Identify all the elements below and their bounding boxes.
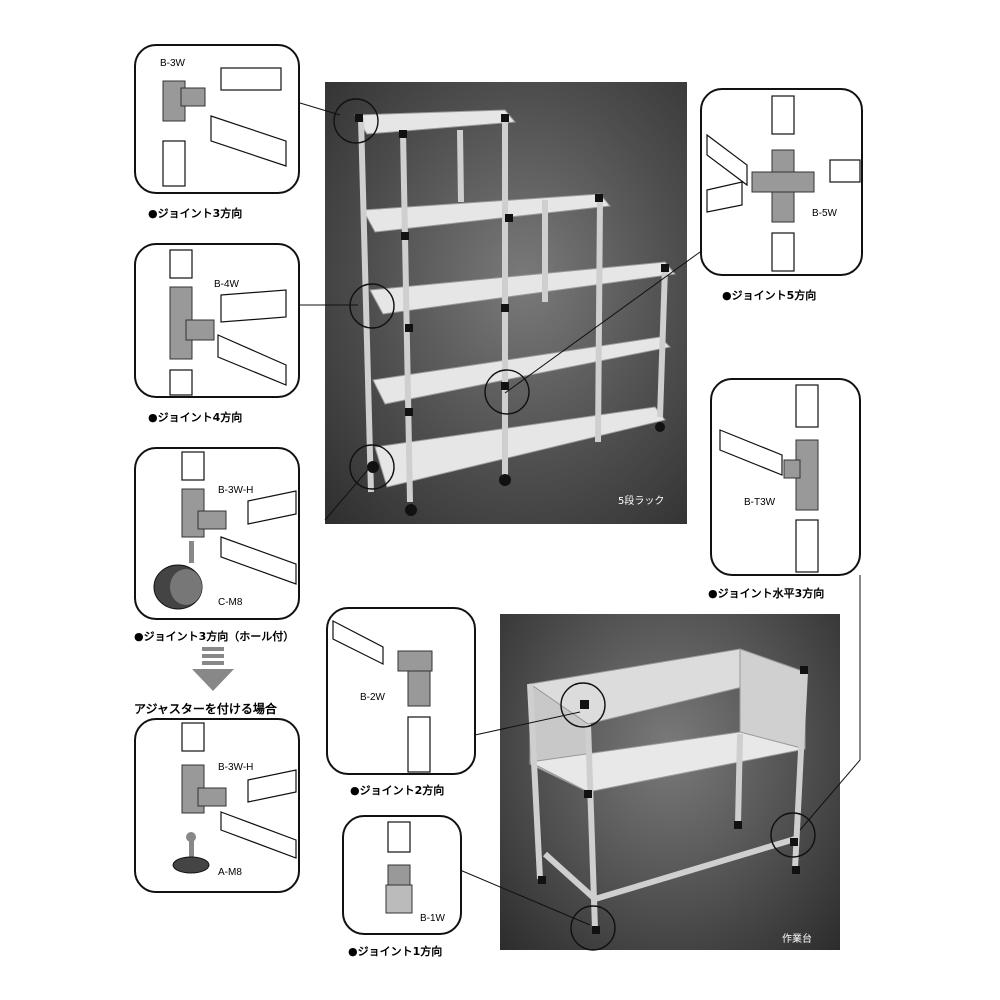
caption-joint-3way: ●ジョイント3方向 xyxy=(148,207,243,220)
adjuster-heading: アジャスターを付ける場合 xyxy=(134,702,277,716)
joint-panel-b3wh-adjuster: B-3W-H A-M8 xyxy=(134,718,300,893)
part-label-b5w: B-5W xyxy=(812,208,837,219)
joint-panel-b5w: B-5W xyxy=(700,88,863,276)
part-label-bt3w: B-T3W xyxy=(744,497,776,508)
caption-joint-4way: ●ジョイント4方向 xyxy=(148,411,243,424)
part-label-b3wh: B-3W-H xyxy=(218,485,254,496)
part-label-b2w: B-2W xyxy=(360,692,385,703)
joint-panel-b3wh-caster: B-3W-H C-M8 xyxy=(134,447,300,620)
table-label: 作業台 xyxy=(782,934,812,945)
part-label-b4w: B-4W xyxy=(214,279,239,290)
part-label-am8: A-M8 xyxy=(218,867,242,878)
caster-wheel-icon xyxy=(153,541,203,610)
caption-joint-horizontal-3way: ●ジョイント水平3方向 xyxy=(708,587,825,600)
part-label-b1w: B-1W xyxy=(420,913,445,924)
down-arrow-icon xyxy=(192,647,234,691)
adjuster-foot-icon xyxy=(172,832,210,874)
caption-joint-5way: ●ジョイント5方向 xyxy=(722,289,817,302)
caption-joint-2way: ●ジョイント2方向 xyxy=(350,784,445,797)
joint-panel-b1w: B-1W xyxy=(342,815,462,935)
caption-joint-3way-hole: ●ジョイント3方向（ホール付） xyxy=(134,630,295,643)
rack-illustration xyxy=(354,109,676,516)
rack-photo: 5段ラック xyxy=(325,82,687,524)
part-label-b3wh-2: B-3W-H xyxy=(218,762,254,773)
table-illustration xyxy=(527,648,808,934)
joint-panel-b4w: B-4W xyxy=(134,243,300,398)
caption-joint-1way: ●ジョイント1方向 xyxy=(348,945,443,958)
rack-label: 5段ラック xyxy=(618,496,665,507)
joint-panel-bt3w: B-T3W xyxy=(710,378,861,576)
part-label-b3w: B-3W xyxy=(160,58,185,69)
table-photo: 作業台 xyxy=(500,614,840,950)
part-label-cm8: C-M8 xyxy=(218,597,243,608)
joint-panel-b2w: B-2W xyxy=(326,607,476,775)
joint-panel-b3w: B-3W xyxy=(134,44,300,194)
